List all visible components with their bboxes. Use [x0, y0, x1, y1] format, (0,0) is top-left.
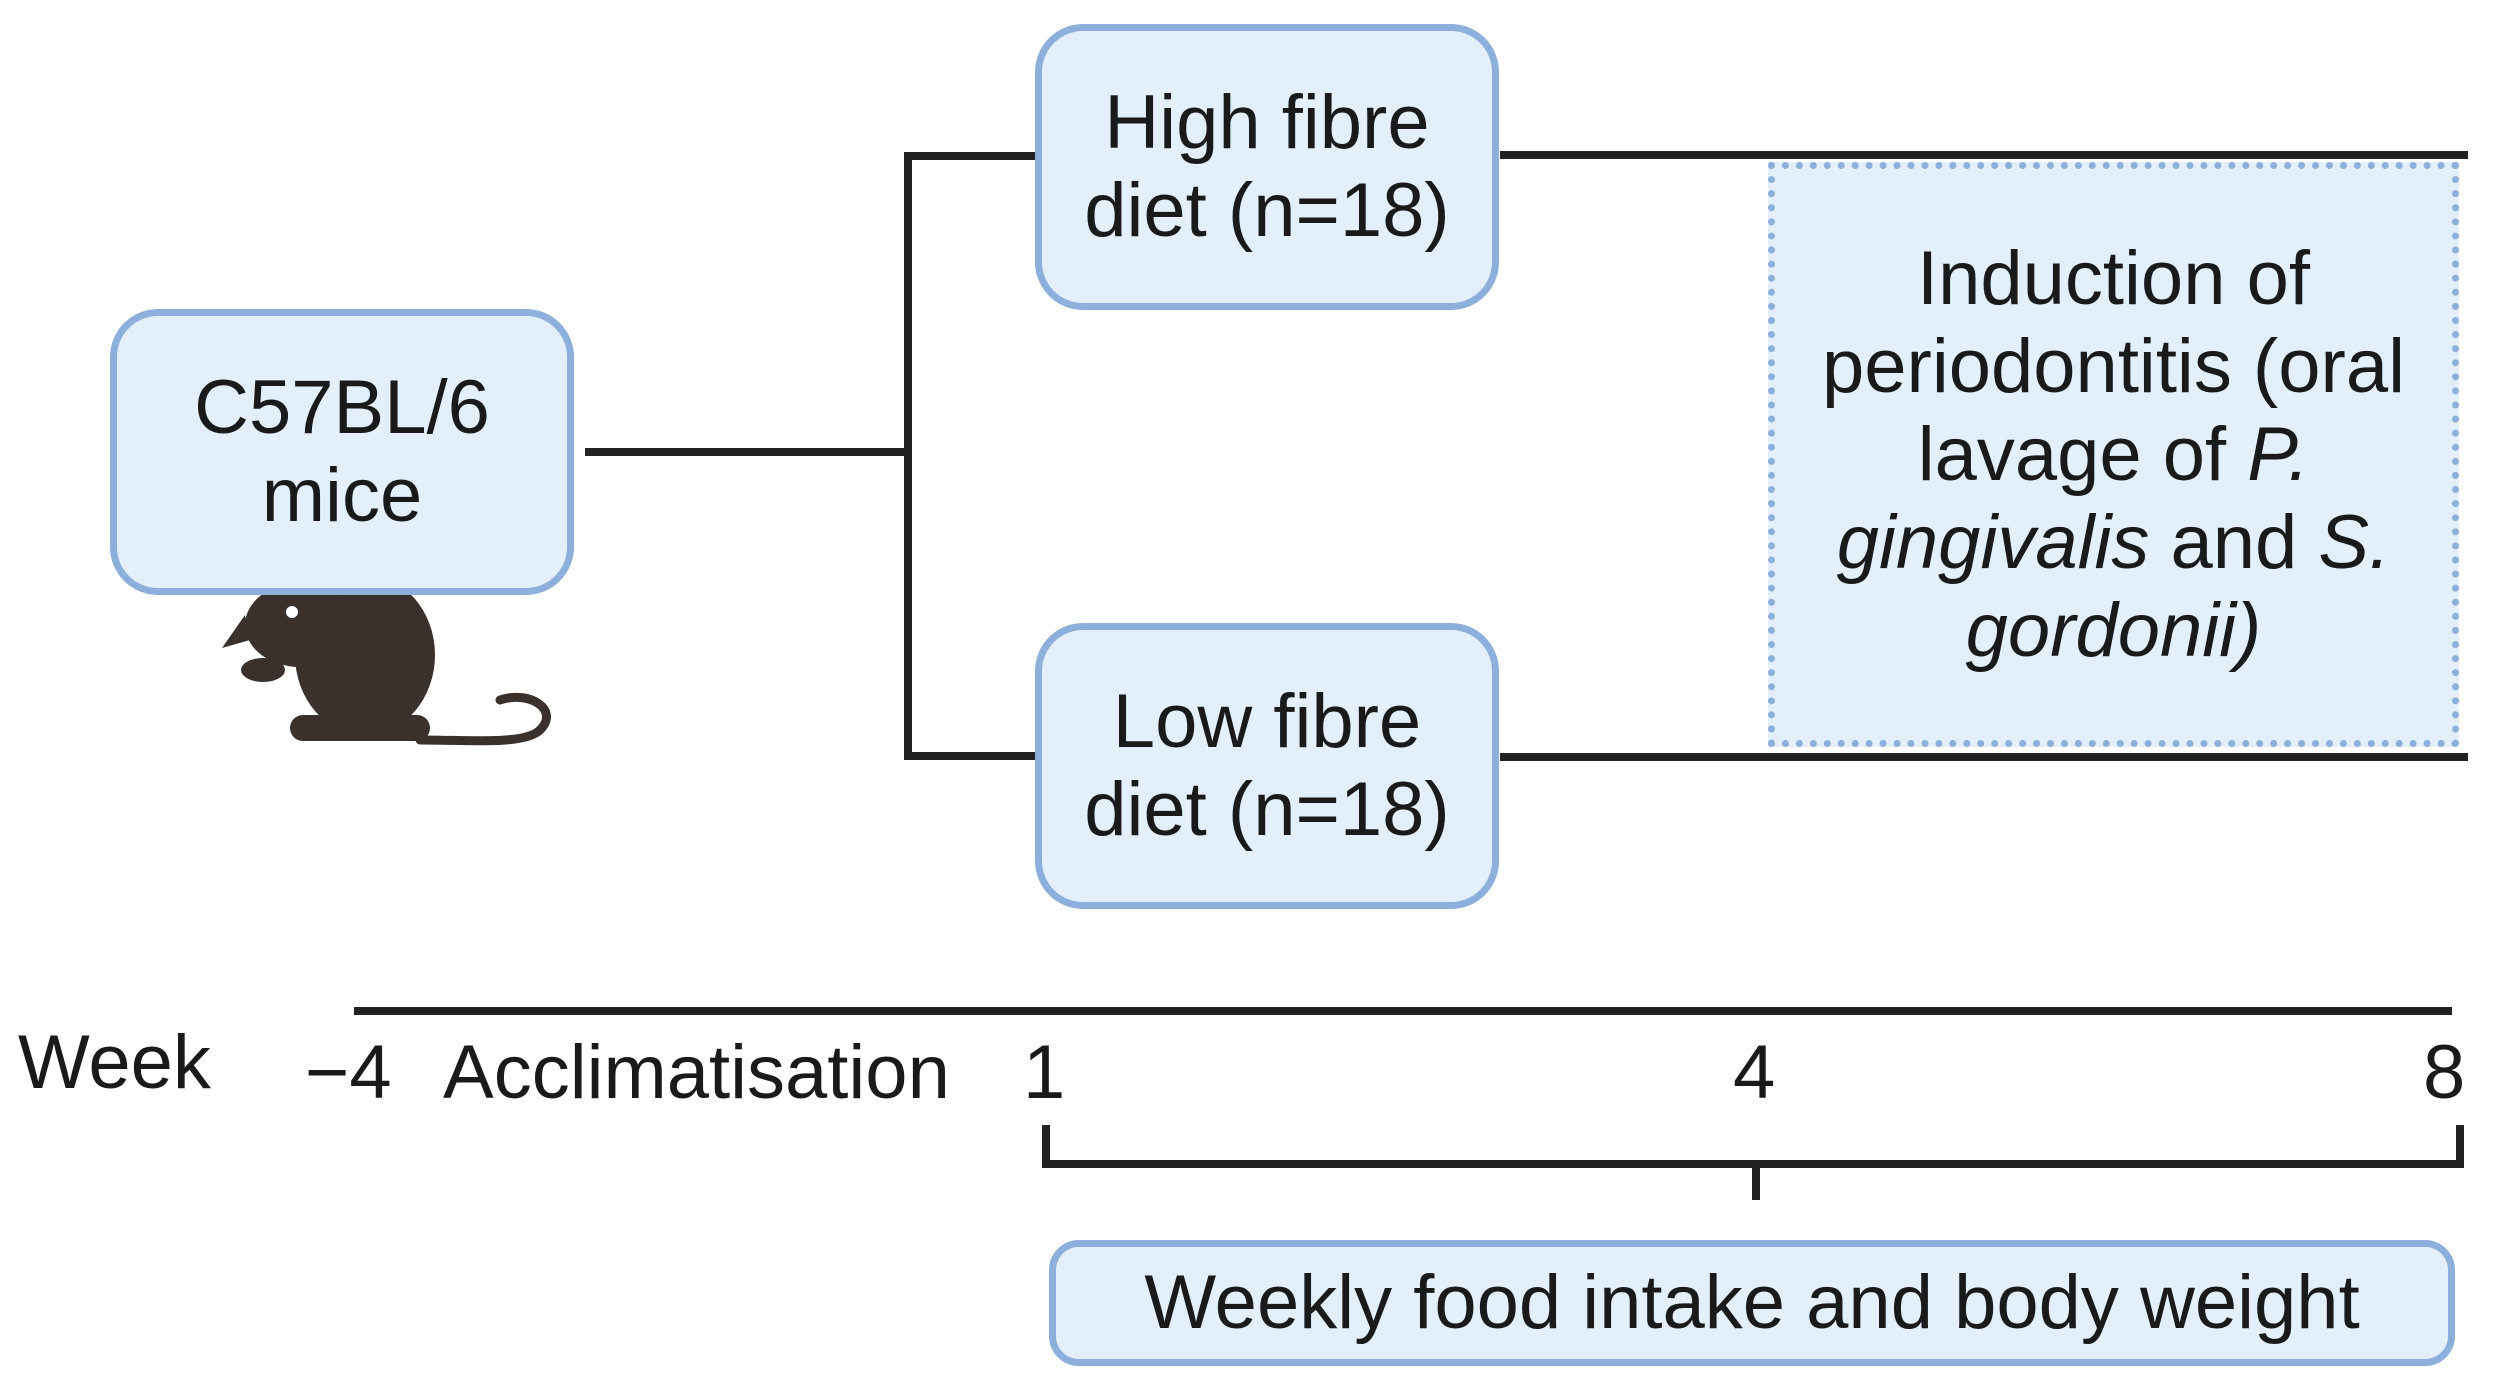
induction-p-text: P. — [2247, 411, 2310, 497]
induction-box: Induction of periodontitis (oral lavage … — [1768, 162, 2459, 747]
timeline-week-label: Week — [18, 1020, 211, 1105]
induction-s-text: S. — [2318, 499, 2391, 585]
induction-line-2: periodontitis (oral — [1822, 323, 2405, 409]
high-fibre-box: High fibre diet (n=18) — [1035, 24, 1499, 310]
mice-box: C57BL/6 mice — [110, 309, 574, 595]
tick-label-8: 8 — [2423, 1030, 2466, 1115]
high-fibre-line-1: High fibre — [1104, 80, 1430, 165]
induction-lavage-text: lavage of — [1917, 411, 2248, 497]
tick-label-1: 1 — [1023, 1030, 1066, 1115]
weekly-measurements-box: Weekly food intake and body weight — [1049, 1240, 2455, 1366]
weeks-bracket — [1042, 1125, 2464, 1168]
induction-line-4: gingivalis and S. — [1822, 499, 2405, 587]
weekly-measurements-label: Weekly food intake and body weight — [1144, 1260, 2360, 1345]
induction-gingivalis-text: gingivalis — [1836, 499, 2150, 585]
induction-line-1: Induction of — [1917, 235, 2310, 321]
low-fibre-line-2: diet (n=18) — [1084, 767, 1450, 852]
acclimatisation-label: Acclimatisation — [443, 1030, 950, 1115]
low-fibre-box: Low fibre diet (n=18) — [1035, 623, 1499, 909]
induction-line-5: gordonii) — [1965, 587, 2262, 673]
high-fibre-line-2: diet (n=18) — [1084, 168, 1450, 253]
tick-label-minus4: −4 — [305, 1030, 392, 1115]
tick-label-4: 4 — [1733, 1030, 1776, 1115]
mice-box-line-2: mice — [261, 453, 423, 538]
induction-and-text: and — [2149, 499, 2319, 585]
induction-line-3: lavage of P. — [1822, 411, 2405, 499]
mice-box-line-1: C57BL/6 — [194, 365, 490, 450]
mouse-icon — [222, 558, 551, 746]
low-fibre-line-1: Low fibre — [1112, 679, 1422, 764]
